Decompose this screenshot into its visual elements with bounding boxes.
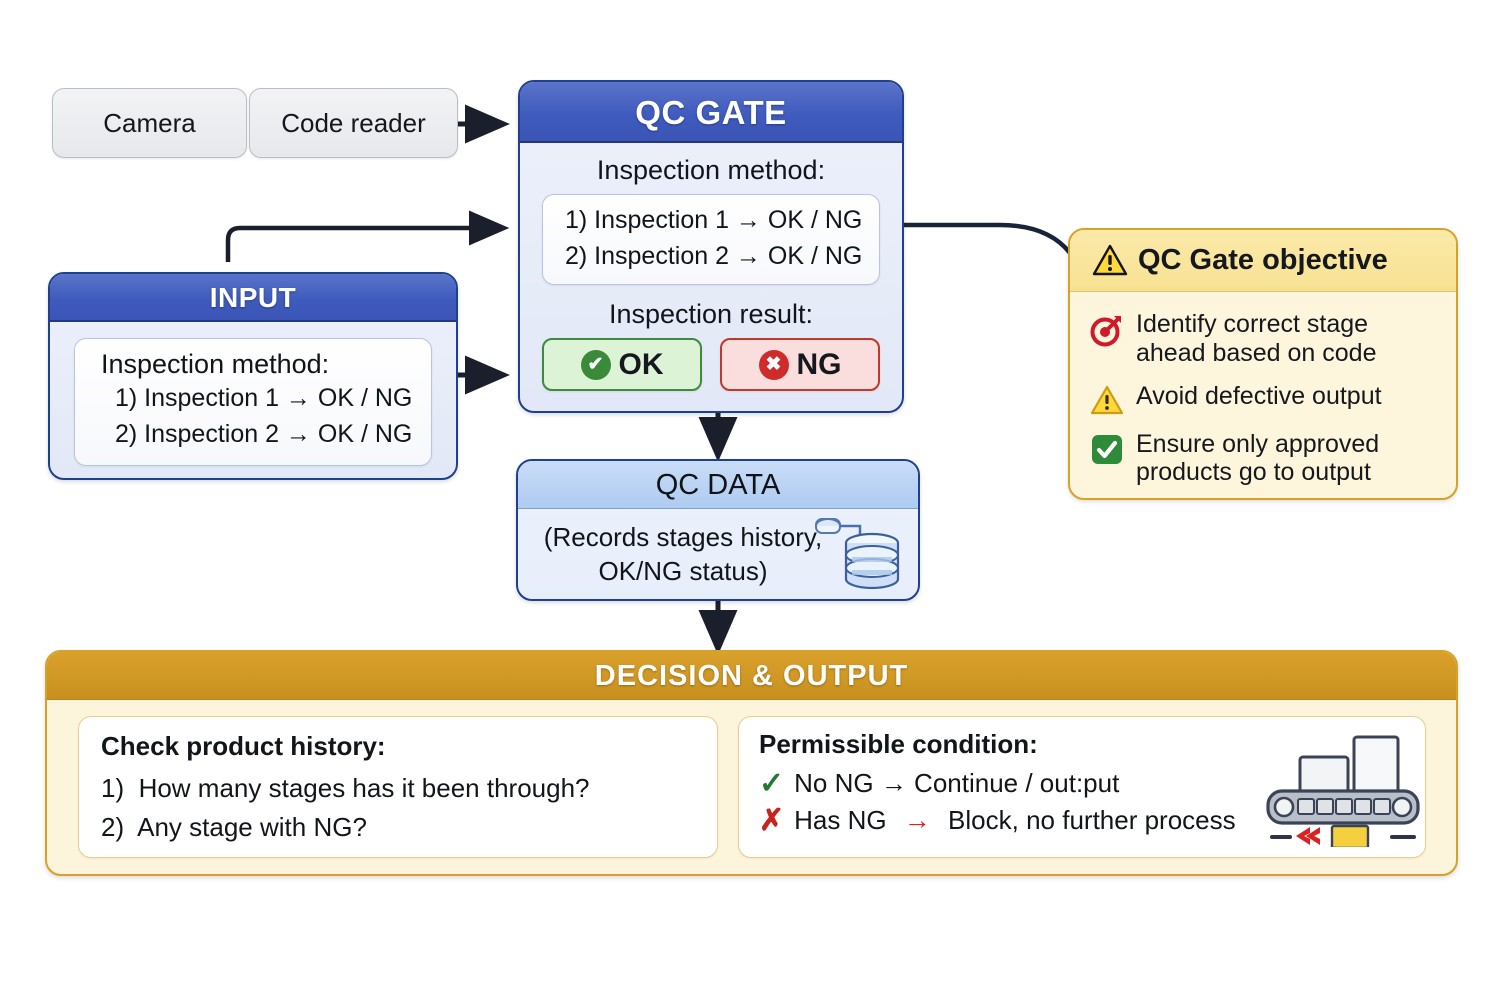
result-chip-ng-label: NG bbox=[796, 347, 842, 381]
qc-gate-objective-panel: QC Gate objective Identify correct stage… bbox=[1068, 228, 1458, 500]
permissible-condition-panel: Permissible condition: ✓ No NG → Continu… bbox=[738, 716, 1426, 858]
cross-circle-icon: ✖ bbox=[758, 349, 789, 380]
check-product-history-panel: Check product history: 1) How many stage… bbox=[78, 716, 718, 858]
result-chip-ok-label: OK bbox=[618, 347, 664, 381]
qc-gate-result-row: ✔ OK ✖ NG bbox=[542, 338, 880, 391]
qc-gate-method-label: Inspection method: bbox=[596, 155, 826, 185]
red-arrow-icon: → bbox=[903, 805, 931, 835]
warning-triangle-icon bbox=[1092, 244, 1128, 276]
qc-gate-result-label: Inspection result: bbox=[608, 299, 814, 329]
conveyor-belt-icon bbox=[1266, 735, 1420, 847]
objective-title: QC Gate objective bbox=[1138, 244, 1388, 276]
decision-output-panel: DECISION & OUTPUT Check product history:… bbox=[45, 650, 1458, 876]
qc-data-line-1: (Records stages history, bbox=[543, 522, 823, 552]
objective-item: Ensure only approved products go to outp… bbox=[1090, 430, 1434, 488]
qc-data-title: QC DATA bbox=[518, 461, 918, 509]
history-line-1: 1) How many stages has it been through? bbox=[101, 773, 590, 803]
history-line-2: 2) Any stage with NG? bbox=[101, 812, 367, 842]
source-box-code-reader[interactable]: Code reader bbox=[249, 88, 458, 158]
qc-data-panel: QC DATA (Records stages history, OK/NG s… bbox=[516, 459, 920, 601]
qc-data-line-2: OK/NG status) bbox=[598, 555, 768, 586]
objective-item: Avoid defective output bbox=[1090, 382, 1434, 416]
input-method-line-1: 1) Inspection 1 → OK / NG bbox=[115, 384, 413, 412]
result-chip-ng[interactable]: ✖ NG bbox=[720, 338, 880, 391]
qc-gate-method-line-1: 1) Inspection 1 → OK / NG bbox=[565, 206, 863, 234]
permissible-row-ok: ✓ No NG → Continue / out:put bbox=[759, 768, 1425, 799]
target-icon bbox=[1090, 316, 1121, 347]
objective-item-text: Identify correct stage ahead based on co… bbox=[1136, 310, 1377, 367]
objective-item-text: Ensure only approved products go to outp… bbox=[1136, 429, 1380, 487]
input-title: INPUT bbox=[50, 274, 456, 322]
check-circle-icon: ✔ bbox=[580, 349, 611, 380]
decision-title: DECISION & OUTPUT bbox=[47, 652, 1456, 700]
result-chip-ok[interactable]: ✔ OK bbox=[542, 338, 702, 391]
permissible-text-ng-post: Block, no further process bbox=[940, 805, 1236, 835]
check-mark-icon: ✓ bbox=[759, 766, 785, 800]
history-heading: Check product history: bbox=[101, 731, 386, 761]
objective-item: Identify correct stage ahead based on co… bbox=[1090, 310, 1434, 368]
objective-header: QC Gate objective bbox=[1070, 230, 1456, 292]
source-label-code-reader: Code reader bbox=[281, 107, 426, 138]
permissible-text-ng-pre: Has NG bbox=[794, 805, 894, 835]
input-method-line-2: 2) Inspection 2 → OK / NG bbox=[115, 420, 413, 449]
database-icon bbox=[815, 518, 900, 590]
warning-triangle-icon bbox=[1090, 385, 1124, 414]
qc-gate-method-line-2: 2) Inspection 2 → OK / NG bbox=[565, 241, 863, 270]
input-panel: INPUT Inspection method: 1) Inspection 1… bbox=[48, 272, 458, 480]
qc-gate-method-box: 1) Inspection 1 → OK / NG 2) Inspection … bbox=[542, 194, 880, 285]
permissible-row-ng: ✗ Has NG → Block, no further process bbox=[759, 805, 1425, 836]
objective-items: Identify correct stage ahead based on co… bbox=[1070, 292, 1456, 487]
objective-item-text: Avoid defective output bbox=[1136, 381, 1382, 410]
source-label-camera: Camera bbox=[103, 107, 196, 138]
connector-loop-to-qcgate bbox=[225, 210, 510, 262]
qc-gate-panel: QC GATE Inspection method: 1) Inspection… bbox=[518, 80, 904, 413]
qc-gate-title: QC GATE bbox=[520, 82, 902, 143]
cross-mark-icon: ✗ bbox=[759, 803, 785, 837]
input-method-label: Inspection method: bbox=[101, 349, 330, 379]
qc-data-body: (Records stages history, OK/NG status) bbox=[518, 509, 918, 599]
connector-qcgate-to-objective bbox=[903, 222, 1072, 255]
check-square-icon bbox=[1092, 434, 1122, 464]
source-box-camera[interactable]: Camera bbox=[52, 88, 247, 158]
input-method-box: Inspection method: 1) Inspection 1 → OK … bbox=[74, 338, 432, 466]
permissible-text-ok: No NG → Continue / out:put bbox=[794, 768, 1120, 798]
permissible-heading: Permissible condition: bbox=[759, 729, 1038, 759]
